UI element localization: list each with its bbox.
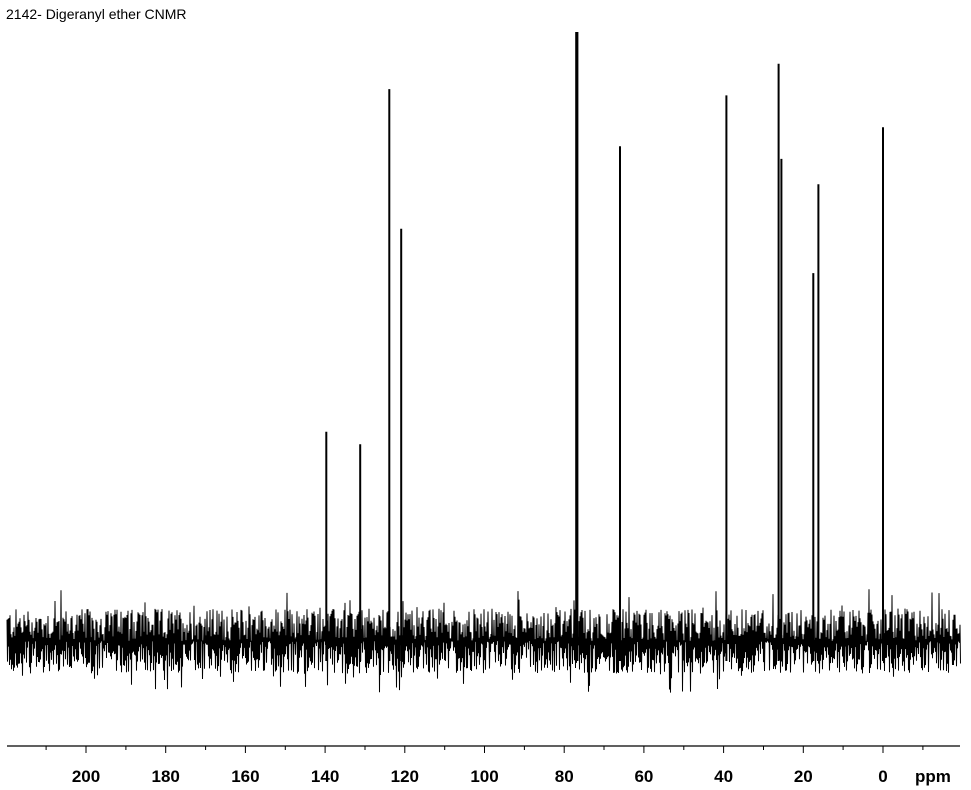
x-tick-label: 200 <box>72 767 100 786</box>
x-tick-label: 160 <box>231 767 259 786</box>
x-tick-label: 20 <box>794 767 813 786</box>
x-tick-label: 60 <box>634 767 653 786</box>
chart-title: 2142- Digeranyl ether CNMR <box>6 6 187 22</box>
x-axis-label: ppm <box>915 767 951 786</box>
peaks-group <box>325 32 884 661</box>
x-tick-label: 120 <box>391 767 419 786</box>
x-tick-label: 100 <box>470 767 498 786</box>
x-tick-label: 0 <box>878 767 887 786</box>
x-tick-label: 40 <box>714 767 733 786</box>
baseline-noise-trace <box>6 589 961 693</box>
baseline-noise <box>6 589 961 693</box>
x-tick-label: 140 <box>311 767 339 786</box>
x-tick-label: 180 <box>152 767 180 786</box>
x-tick-label: 80 <box>555 767 574 786</box>
